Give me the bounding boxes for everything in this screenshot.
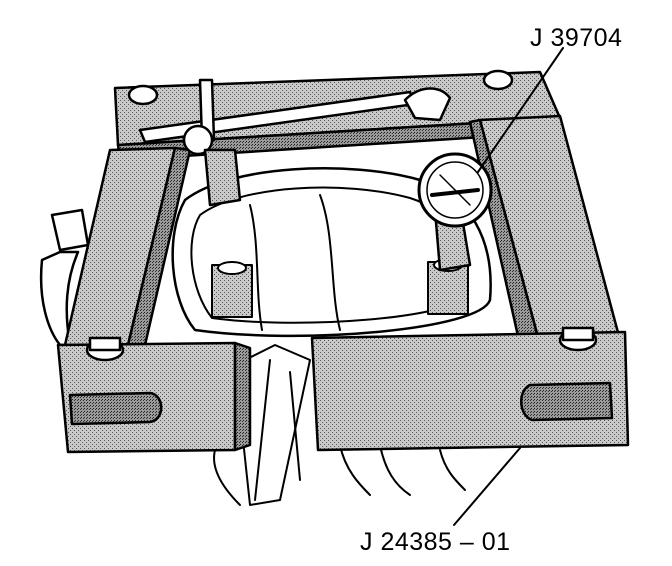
dial-indicator <box>417 152 493 228</box>
back-bolts <box>127 69 514 106</box>
gauge-leader-line <box>477 47 564 173</box>
gauge-tool-label: J 39704 <box>530 24 623 52</box>
fixture-leader-line <box>453 447 521 526</box>
lower-linework <box>213 344 466 506</box>
front-left-block <box>56 336 252 454</box>
front-right-block <box>310 326 630 452</box>
case-opening <box>171 167 492 338</box>
fixture-tool-label: J 24385 – 01 <box>360 528 511 556</box>
